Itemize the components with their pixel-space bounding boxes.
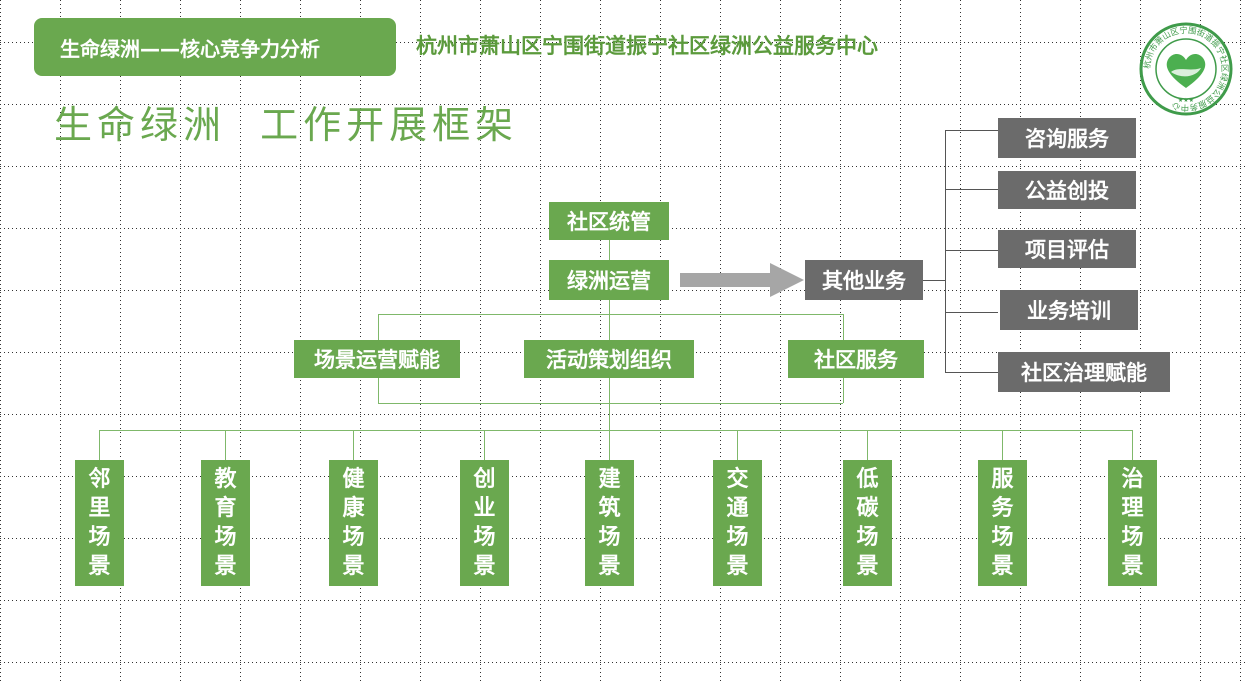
scene-neighborhood: 邻里场景 bbox=[75, 460, 124, 586]
scene-education: 教育场景 bbox=[201, 460, 250, 586]
scene-char: 健 bbox=[342, 467, 365, 492]
connector bbox=[609, 240, 610, 260]
box-label: 公益创投 bbox=[1025, 179, 1109, 203]
scene-char: 教 bbox=[214, 467, 237, 492]
scene-char: 场 bbox=[1121, 525, 1144, 550]
box-project-evaluation: 项目评估 bbox=[998, 230, 1136, 268]
scene-char: 景 bbox=[991, 554, 1014, 579]
scene-char: 建 bbox=[598, 467, 621, 492]
scene-char: 场 bbox=[598, 525, 621, 550]
connector bbox=[609, 430, 610, 460]
scene-char: 景 bbox=[88, 554, 111, 579]
connector bbox=[737, 430, 738, 460]
scene-char: 通 bbox=[726, 496, 749, 521]
scene-transportation: 交通场景 bbox=[713, 460, 762, 586]
connector bbox=[225, 430, 226, 460]
scene-char: 场 bbox=[88, 525, 111, 550]
connector bbox=[378, 378, 379, 403]
connector bbox=[867, 430, 868, 460]
scene-char: 里 bbox=[88, 496, 111, 521]
scene-char: 务 bbox=[991, 496, 1014, 521]
scene-char: 理 bbox=[1121, 496, 1144, 521]
scene-health: 健康场景 bbox=[329, 460, 378, 586]
scene-char: 治 bbox=[1121, 467, 1144, 492]
box-other-business: 其他业务 bbox=[805, 260, 923, 300]
scene-char: 景 bbox=[726, 554, 749, 579]
box-community-governance: 社区治理赋能 bbox=[998, 352, 1170, 392]
arrow-right-icon bbox=[680, 263, 804, 297]
connector bbox=[945, 250, 998, 251]
logo-stars: ★★★ bbox=[1178, 97, 1194, 104]
scene-char: 景 bbox=[214, 554, 237, 579]
scene-char: 场 bbox=[856, 525, 879, 550]
box-public-venture: 公益创投 bbox=[998, 171, 1136, 209]
scene-char: 景 bbox=[473, 554, 496, 579]
box-label: 社区服务 bbox=[814, 348, 898, 372]
connector bbox=[843, 378, 844, 403]
connector bbox=[484, 430, 485, 460]
connector bbox=[1132, 430, 1133, 460]
box-oasis-operation: 绿洲运营 bbox=[549, 260, 669, 300]
box-label: 社区治理赋能 bbox=[1021, 361, 1147, 385]
box-community-management: 社区统管 bbox=[549, 202, 669, 240]
box-label: 业务培训 bbox=[1027, 299, 1111, 323]
scene-char: 景 bbox=[1121, 554, 1144, 579]
scene-entrepreneurship: 创业场景 bbox=[460, 460, 509, 586]
scene-char: 场 bbox=[726, 525, 749, 550]
page-title: 生命绿洲 工作开展框架 bbox=[54, 103, 519, 147]
box-label: 场景运营赋能 bbox=[314, 348, 440, 372]
scene-architecture: 建筑场景 bbox=[585, 460, 634, 586]
connector bbox=[99, 430, 100, 460]
connector bbox=[1002, 430, 1003, 460]
box-label: 社区统管 bbox=[567, 210, 651, 234]
scene-char: 景 bbox=[598, 554, 621, 579]
scene-char: 场 bbox=[991, 525, 1014, 550]
connector bbox=[843, 314, 844, 344]
connector bbox=[353, 430, 354, 460]
scene-char: 创 bbox=[473, 467, 496, 492]
connector bbox=[945, 312, 998, 313]
box-business-training: 业务培训 bbox=[1000, 290, 1138, 330]
box-activity-planning: 活动策划组织 bbox=[524, 340, 694, 378]
box-scene-operation: 场景运营赋能 bbox=[294, 340, 460, 378]
box-consulting-service: 咨询服务 bbox=[998, 118, 1136, 158]
scene-char: 碳 bbox=[856, 496, 879, 521]
scene-char: 服 bbox=[991, 467, 1014, 492]
connector bbox=[945, 130, 946, 372]
connector bbox=[945, 130, 998, 131]
scene-governance: 治理场景 bbox=[1108, 460, 1157, 586]
scene-char: 场 bbox=[342, 525, 365, 550]
connector bbox=[945, 189, 998, 190]
box-label: 绿洲运营 bbox=[567, 269, 651, 293]
box-community-service: 社区服务 bbox=[788, 340, 924, 378]
scene-char: 低 bbox=[856, 467, 879, 492]
header-badge-text: 生命绿洲——核心竞争力分析 bbox=[60, 36, 320, 61]
scene-char: 景 bbox=[342, 554, 365, 579]
scene-char: 场 bbox=[214, 525, 237, 550]
connector bbox=[378, 314, 379, 344]
connector bbox=[923, 280, 945, 281]
scene-service: 服务场景 bbox=[978, 460, 1027, 586]
header-badge: 生命绿洲——核心竞争力分析 bbox=[34, 18, 396, 76]
connector bbox=[945, 372, 998, 373]
box-label: 其他业务 bbox=[822, 269, 906, 293]
organization-name: 杭州市萧山区宁围街道振宁社区绿洲公益服务中心 bbox=[416, 34, 878, 58]
connector bbox=[378, 314, 843, 315]
organization-logo: 杭州市萧山区宁围街道振宁社区绿洲公益服务中心 ★★★ bbox=[1139, 22, 1233, 116]
scene-low-carbon: 低碳场景 bbox=[843, 460, 892, 586]
scene-char: 育 bbox=[214, 496, 237, 521]
scene-char: 康 bbox=[342, 496, 365, 521]
scene-char: 场 bbox=[473, 525, 496, 550]
scene-char: 业 bbox=[473, 496, 496, 521]
scene-char: 交 bbox=[726, 467, 749, 492]
scene-char: 邻 bbox=[88, 467, 111, 492]
box-label: 活动策划组织 bbox=[546, 348, 672, 372]
box-label: 项目评估 bbox=[1025, 238, 1109, 262]
scene-char: 筑 bbox=[598, 496, 621, 521]
box-label: 咨询服务 bbox=[1025, 127, 1109, 151]
connector bbox=[99, 430, 1132, 431]
scene-char: 景 bbox=[856, 554, 879, 579]
connector bbox=[378, 403, 843, 404]
